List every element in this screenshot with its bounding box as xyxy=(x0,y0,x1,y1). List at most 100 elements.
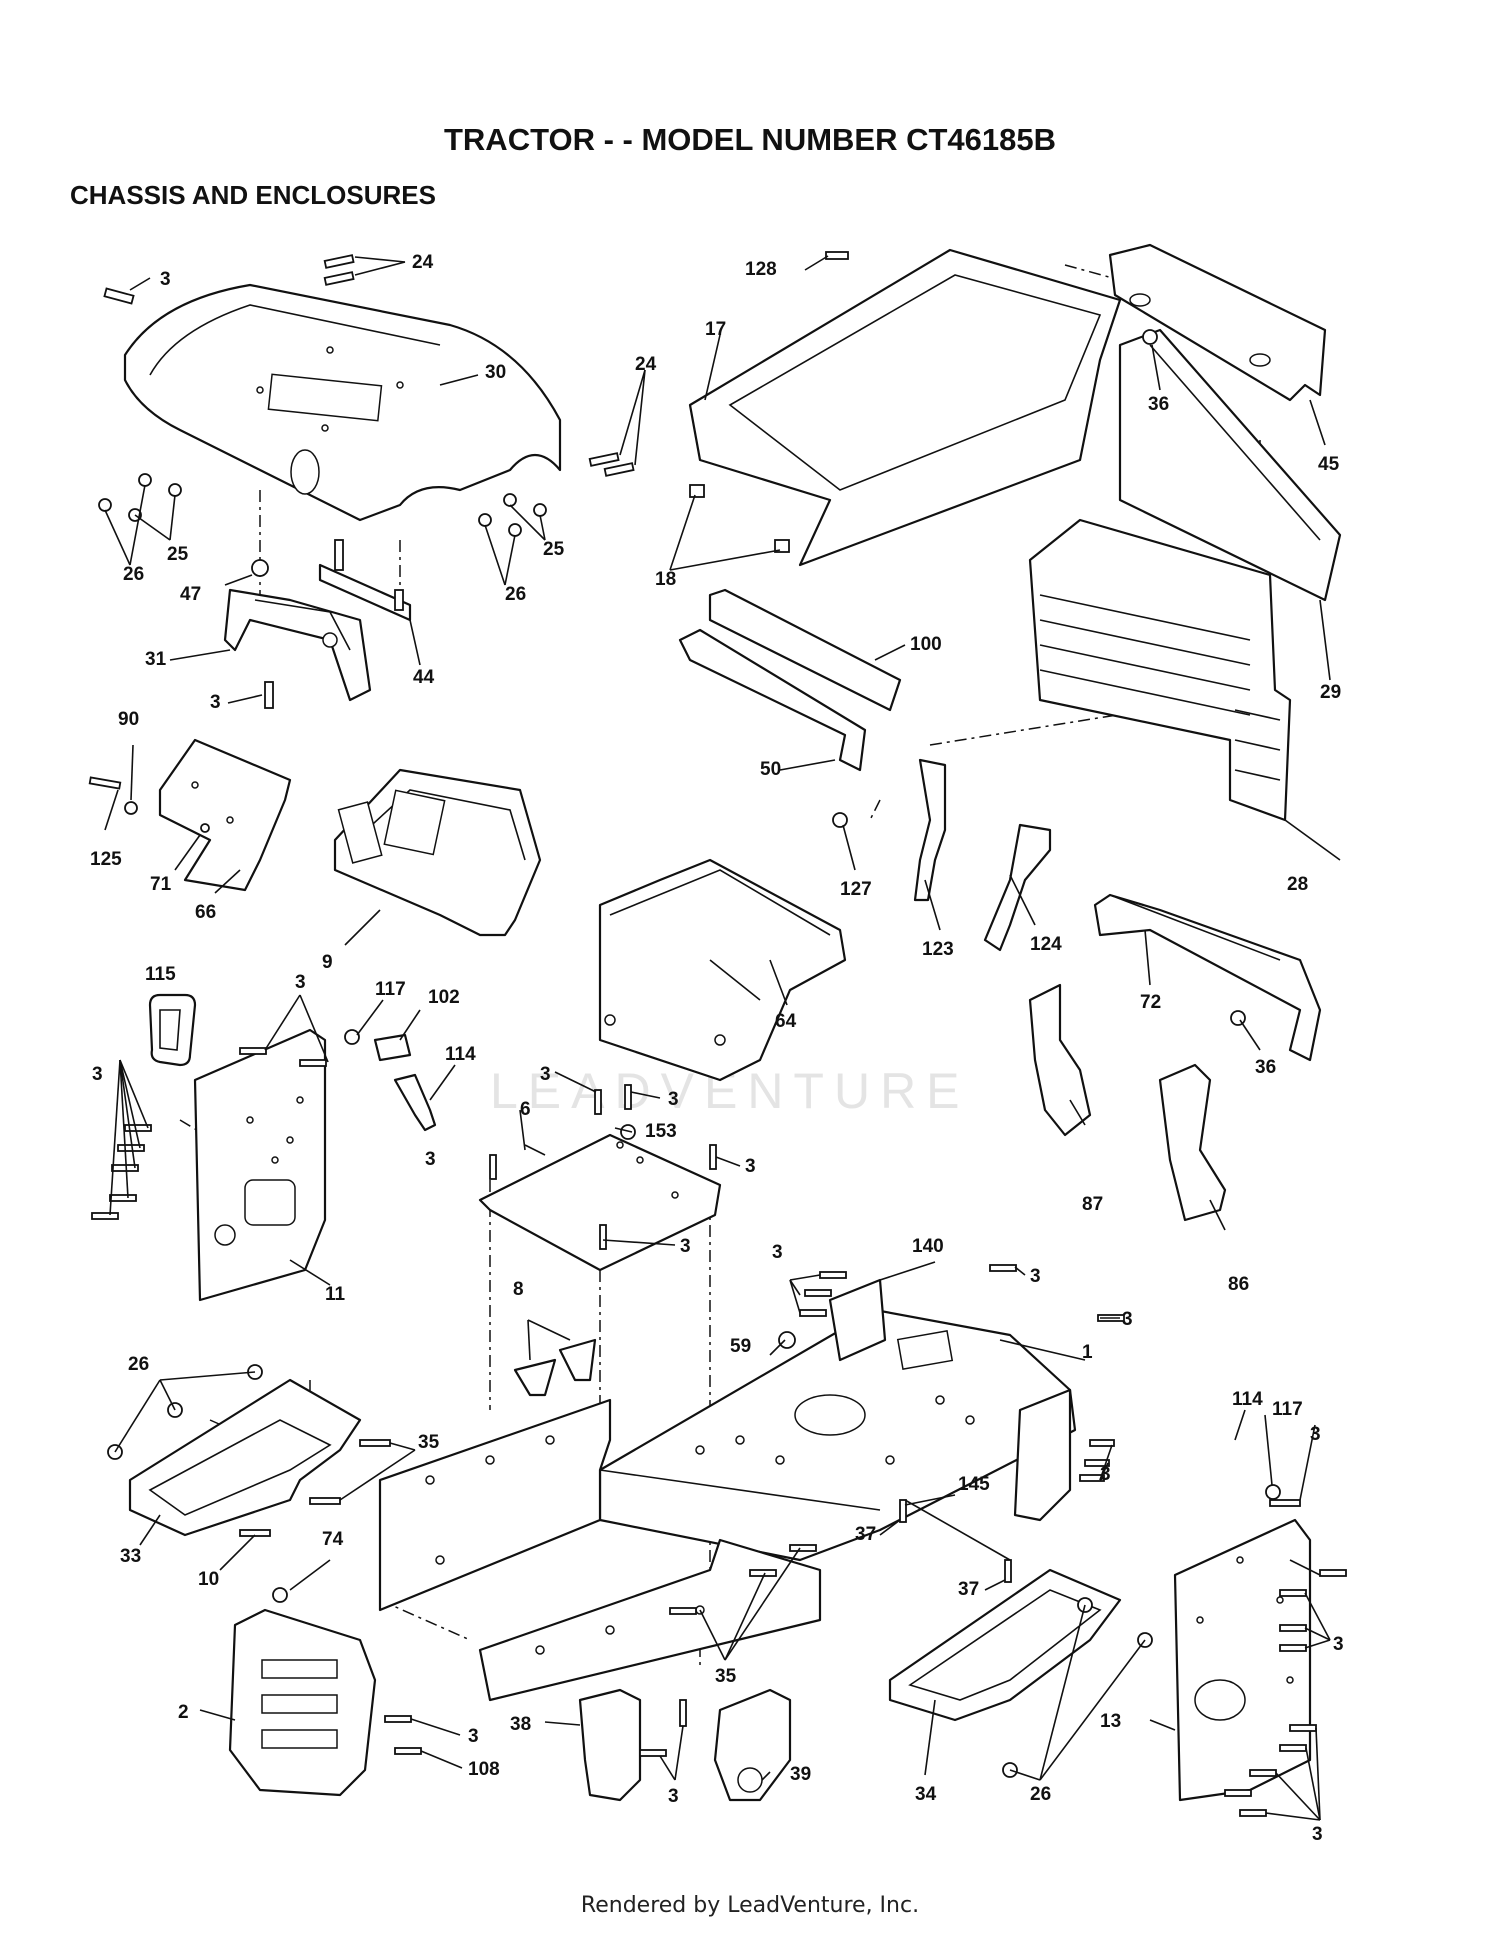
callout-3: 3 xyxy=(425,1149,436,1170)
part-8-clamps xyxy=(513,1338,597,1397)
callout-11: 11 xyxy=(325,1284,346,1305)
footer-credit: Rendered by LeadVenture, Inc. xyxy=(580,1893,920,1918)
callout-37: 37 xyxy=(855,1524,876,1545)
callout-3: 3 xyxy=(668,1089,679,1110)
callout-9: 9 xyxy=(322,952,333,973)
callout-39: 39 xyxy=(790,1764,811,1785)
part-72-frame xyxy=(1093,893,1322,1062)
part-66-shield xyxy=(158,738,292,892)
callout-50: 50 xyxy=(760,759,781,780)
part-33-footrest xyxy=(128,1378,362,1537)
callout-18: 18 xyxy=(655,569,676,590)
callout-36: 36 xyxy=(1255,1057,1276,1078)
callout-64: 64 xyxy=(775,1011,797,1032)
part-102-clip xyxy=(373,1033,412,1062)
part-145-rod xyxy=(904,1499,1011,1561)
callout-71: 71 xyxy=(150,874,172,895)
callout-153: 153 xyxy=(645,1121,677,1142)
part-39-bracket xyxy=(713,1688,792,1802)
part-frame-side-bracket xyxy=(1013,1388,1072,1522)
callout-37: 37 xyxy=(958,1579,979,1600)
callout-66: 66 xyxy=(195,902,216,923)
part-45-bracket xyxy=(1108,243,1327,402)
callout-3: 3 xyxy=(295,972,306,993)
callout-114: 114 xyxy=(1232,1389,1263,1410)
callout-127: 127 xyxy=(840,879,872,900)
callout-17: 17 xyxy=(705,319,726,340)
part-30-dash-panel xyxy=(123,283,562,522)
callout-25: 25 xyxy=(167,544,189,565)
callout-8: 8 xyxy=(513,1279,524,1300)
part-86-bracket xyxy=(1158,1063,1227,1222)
callout-102: 102 xyxy=(428,987,460,1008)
callout-3: 3 xyxy=(210,692,221,713)
callout-123: 123 xyxy=(922,939,954,960)
section-title: CHASSIS AND ENCLOSURES xyxy=(70,180,436,210)
callout-3: 3 xyxy=(540,1064,551,1085)
callout-3: 3 xyxy=(160,269,171,290)
callout-3: 3 xyxy=(1122,1309,1133,1330)
part-34-footrest xyxy=(888,1568,1122,1722)
callout-1: 1 xyxy=(1082,1342,1093,1363)
callout-90: 90 xyxy=(118,709,139,730)
part-17-hood xyxy=(688,248,1122,567)
callout-3: 3 xyxy=(1100,1464,1111,1485)
part-13-side-panel xyxy=(1173,1518,1312,1802)
part-140-bracket xyxy=(828,1278,887,1362)
callout-108: 108 xyxy=(468,1759,500,1780)
callout-6: 6 xyxy=(520,1099,531,1120)
callout-114: 114 xyxy=(445,1044,476,1065)
callout-30: 30 xyxy=(485,362,506,383)
callout-labels: 3 24 30 24 25 26 47 26 25 44 31 3 128 17… xyxy=(90,252,1344,1845)
callout-26: 26 xyxy=(123,564,144,585)
callout-3: 3 xyxy=(668,1786,679,1807)
part-100-strip xyxy=(708,588,902,712)
part-38-bracket xyxy=(578,1688,642,1802)
callout-72: 72 xyxy=(1140,992,1161,1013)
part-44-plate xyxy=(318,539,412,622)
callout-2: 2 xyxy=(178,1702,189,1723)
callout-38: 38 xyxy=(510,1714,531,1735)
callout-115: 115 xyxy=(145,964,176,985)
callout-31: 31 xyxy=(145,649,167,670)
part-114-bracket xyxy=(393,1073,437,1132)
part-frame-rail-right xyxy=(478,1538,822,1702)
callout-44: 44 xyxy=(413,667,435,688)
callout-34: 34 xyxy=(915,1784,937,1805)
callout-24: 24 xyxy=(635,354,657,375)
callout-36: 36 xyxy=(1148,394,1169,415)
part-123-support xyxy=(913,758,947,902)
callout-35: 35 xyxy=(418,1432,440,1453)
callout-26: 26 xyxy=(1030,1784,1051,1805)
part-1-frame xyxy=(598,1308,1077,1562)
callout-140: 140 xyxy=(912,1236,944,1257)
part-31-bracket xyxy=(223,588,372,702)
part-6-battery-plate xyxy=(478,1133,722,1272)
callout-13: 13 xyxy=(1100,1711,1121,1732)
callout-117: 117 xyxy=(375,979,406,1000)
callout-124: 124 xyxy=(1030,934,1062,955)
callout-45: 45 xyxy=(1318,454,1340,475)
part-9-tank-cover xyxy=(333,768,542,937)
leader-lines xyxy=(104,255,1341,1821)
part-64-frame-bracket xyxy=(598,858,847,1082)
callout-3: 3 xyxy=(772,1242,783,1263)
callout-29: 29 xyxy=(1320,682,1341,703)
part-frame-rail-left xyxy=(378,1398,612,1612)
page-title: TRACTOR - - MODEL NUMBER CT46185B xyxy=(443,122,1057,157)
callout-3: 3 xyxy=(92,1064,103,1085)
part-115-grommet xyxy=(148,993,197,1067)
part-87-bracket xyxy=(1028,983,1092,1137)
callout-74: 74 xyxy=(322,1529,344,1550)
callout-3: 3 xyxy=(1333,1634,1344,1655)
callout-35: 35 xyxy=(715,1666,737,1687)
part-50-channel xyxy=(678,628,867,772)
callout-145: 145 xyxy=(958,1474,990,1495)
callout-3: 3 xyxy=(1312,1824,1323,1845)
part-124-support xyxy=(983,823,1052,952)
callout-59: 59 xyxy=(730,1336,751,1357)
callout-10: 10 xyxy=(198,1569,219,1590)
callout-28: 28 xyxy=(1287,874,1308,895)
callout-100: 100 xyxy=(910,634,942,655)
